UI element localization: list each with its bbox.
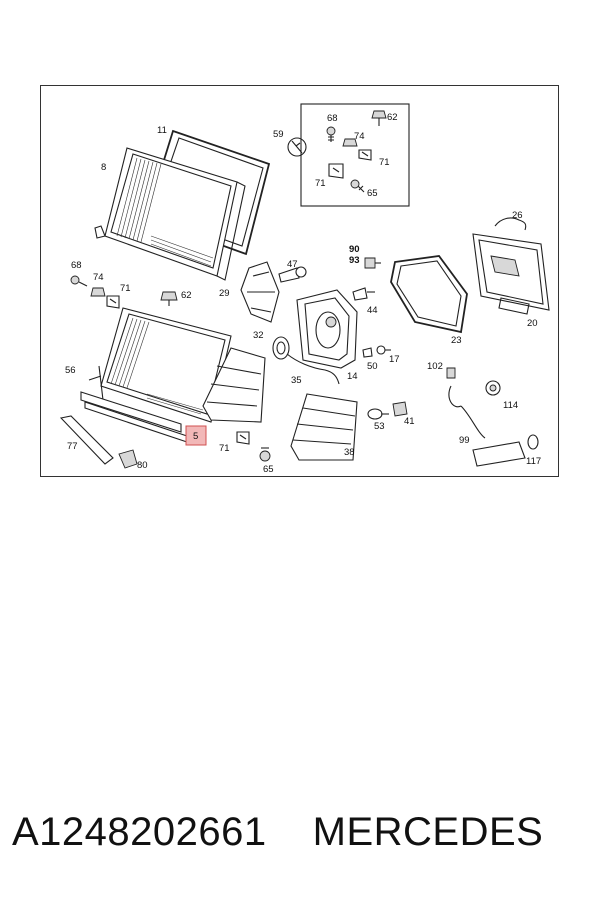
part-35-cable[interactable] — [286, 353, 340, 385]
part-5-highlight[interactable] — [185, 425, 207, 446]
part-turn-signal-corner[interactable] — [202, 347, 266, 423]
part-23-gasket[interactable] — [390, 255, 468, 334]
part-41-socket[interactable] — [392, 401, 408, 417]
part-71-spring-clip-c[interactable] — [106, 295, 120, 309]
part-62-clip-b[interactable] — [160, 291, 178, 306]
part-62-clip-a[interactable] — [371, 110, 387, 126]
callout-26: 26 — [512, 210, 523, 221]
callout-71-b: 71 — [315, 178, 326, 189]
callout-99: 99 — [459, 435, 470, 446]
brand-name: MERCEDES — [312, 809, 544, 854]
callout-50: 50 — [367, 361, 378, 372]
exploded-view-drawing: 11 8 59 68 74 62 71 71 65 26 90 93 47 68… — [59, 103, 550, 475]
callout-5: 5 — [193, 431, 198, 442]
part-number: A1248202661 — [12, 809, 267, 854]
callout-68-b: 68 — [71, 260, 82, 271]
part-68-screw-b[interactable] — [70, 275, 88, 287]
parts-diagram: 11 8 59 68 74 62 71 71 65 26 90 93 47 68… — [40, 85, 559, 477]
part-65-bolt-b[interactable] — [259, 447, 271, 462]
part-26-wire-spring[interactable] — [494, 217, 527, 231]
part-38-turn-signal-lens[interactable] — [290, 393, 358, 461]
callout-20: 20 — [527, 318, 538, 329]
callout-117: 117 — [526, 456, 541, 467]
part-71-spring-clip-a[interactable] — [358, 149, 372, 161]
part-14-fog-reflector[interactable] — [296, 289, 358, 369]
callout-11: 11 — [157, 125, 167, 136]
callout-74-b: 74 — [93, 272, 104, 283]
callout-102: 102 — [427, 361, 443, 372]
callout-23: 23 — [451, 335, 462, 346]
part-17-bulb[interactable] — [376, 345, 391, 355]
part-114-grommet[interactable] — [485, 380, 501, 396]
part-53-bulb[interactable] — [367, 408, 389, 420]
part-102-connector[interactable] — [446, 367, 456, 379]
callout-41: 41 — [404, 416, 415, 427]
callout-labels: 11 8 59 68 74 62 71 71 65 26 90 93 47 68… — [65, 112, 541, 475]
part-80-clip[interactable] — [118, 449, 138, 469]
part-info-footer: A1248202661 MERCEDES — [12, 804, 592, 860]
callout-93: 93 — [349, 255, 360, 266]
part-71-spring-clip-b[interactable] — [328, 163, 344, 179]
callout-56: 56 — [65, 365, 76, 376]
part-29-cover-cap[interactable] — [240, 261, 280, 323]
part-90-93-connector[interactable] — [364, 257, 381, 269]
callout-17: 17 — [389, 354, 400, 365]
callout-53: 53 — [374, 421, 385, 432]
callout-44: 44 — [367, 305, 378, 316]
callout-59: 59 — [273, 129, 284, 140]
callout-114: 114 — [503, 400, 518, 411]
part-59-wrench-tool[interactable] — [287, 137, 307, 157]
part-32-socket[interactable] — [272, 336, 290, 360]
callout-71-c: 71 — [120, 283, 131, 294]
callout-29: 29 — [219, 288, 230, 299]
part-74-nut-a[interactable] — [342, 138, 358, 147]
part-44-bulb[interactable] — [352, 287, 375, 301]
part-117-bulb[interactable] — [527, 434, 539, 450]
callout-68-a: 68 — [327, 113, 338, 124]
callout-62-a: 62 — [387, 112, 398, 123]
callout-65-b: 65 — [263, 464, 274, 475]
part-74-nut-b[interactable] — [90, 287, 106, 297]
callout-8: 8 — [101, 162, 106, 173]
part-71-spring-clip-d[interactable] — [236, 431, 250, 445]
callout-38: 38 — [344, 447, 355, 458]
callout-32: 32 — [253, 330, 264, 341]
callout-74-a: 74 — [354, 131, 365, 142]
callout-65-a: 65 — [367, 188, 378, 199]
part-8-headlamp-lens[interactable] — [94, 147, 246, 281]
part-main-headlamp-lens[interactable] — [100, 307, 232, 423]
part-65-bolt-a[interactable] — [350, 179, 365, 193]
callout-71-a: 71 — [379, 157, 390, 168]
callout-62-b: 62 — [181, 290, 192, 301]
part-20-fog-housing[interactable] — [472, 233, 550, 315]
part-50-bulb[interactable] — [362, 347, 373, 358]
callout-14: 14 — [347, 371, 358, 382]
callout-77: 77 — [67, 441, 78, 452]
callout-35: 35 — [291, 375, 302, 386]
part-47-bulb[interactable] — [278, 266, 307, 283]
callout-71-d: 71 — [219, 443, 230, 454]
callout-80: 80 — [137, 460, 148, 471]
callout-47: 47 — [287, 259, 298, 270]
callout-90: 90 — [349, 244, 360, 255]
part-77-seal-strip[interactable] — [59, 415, 114, 465]
part-99-side-marker[interactable] — [448, 385, 526, 467]
part-68-screw-a[interactable] — [326, 126, 336, 142]
